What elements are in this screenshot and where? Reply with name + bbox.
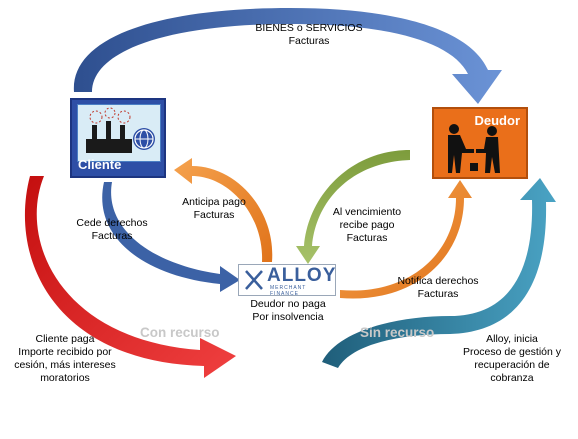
cliente-paga-line2: Importe recibido por bbox=[18, 346, 112, 358]
vencimiento-line1: Al vencimiento bbox=[332, 206, 402, 218]
deudor-node: Deudor bbox=[432, 107, 528, 179]
anticipa-line1: Anticipa pago bbox=[182, 196, 246, 208]
label-cede-derechos: Cede derechos Facturas bbox=[70, 217, 154, 243]
factory-illustration bbox=[77, 104, 161, 162]
label-notifica: Notifica derechos Facturas bbox=[386, 275, 490, 301]
cliente-label: Cliente bbox=[78, 157, 122, 172]
top-arrow-bienes bbox=[73, 8, 503, 104]
arrow-anticipa-pago bbox=[174, 158, 273, 262]
arrow-con-recurso bbox=[24, 176, 236, 378]
notifica-line1: Notifica derechos bbox=[397, 275, 479, 287]
label-alloy-inicia: Alloy, inicia Proceso de gestión y recup… bbox=[452, 333, 572, 385]
cliente-node: Cliente bbox=[70, 98, 166, 178]
arrow-vencimiento bbox=[296, 150, 410, 264]
top-label-line2: Facturas bbox=[288, 35, 330, 47]
cliente-paga-line1: Cliente paga bbox=[35, 333, 95, 345]
top-label-line1: BIENES o SERVICIOS bbox=[255, 22, 363, 34]
anticipa-line2: Facturas bbox=[193, 209, 235, 221]
arrow-notifica bbox=[340, 180, 472, 299]
alloy-tagline: MERCHANT FINANCE bbox=[270, 285, 307, 297]
cliente-paga-line3: cesión, más intereses bbox=[14, 359, 116, 371]
no-paga-line1: Deudor no paga bbox=[250, 298, 326, 310]
sin-recurso-label: Sin recurso bbox=[360, 325, 435, 340]
alloy-inicia-line2: Proceso de gestión y bbox=[462, 346, 562, 358]
arrow-cede-derechos bbox=[102, 182, 240, 292]
alloy-mark-icon bbox=[245, 270, 263, 290]
no-paga-line2: Por insolvencia bbox=[252, 311, 324, 323]
alloy-logo: ALLOY MERCHANT FINANCE bbox=[238, 264, 337, 297]
label-cliente-paga: Cliente paga Importe recibido por cesión… bbox=[6, 333, 124, 385]
label-deudor-no-paga: Deudor no paga Por insolvencia bbox=[236, 298, 340, 324]
label-vencimiento: Al vencimiento recibe pago Facturas bbox=[323, 206, 411, 245]
deudor-label: Deudor bbox=[474, 113, 521, 128]
cede-line2: Facturas bbox=[91, 230, 133, 242]
cede-line1: Cede derechos bbox=[76, 217, 148, 229]
notifica-line2: Facturas bbox=[417, 288, 459, 300]
factory-icon bbox=[86, 107, 155, 153]
con-recurso-label: Con recurso bbox=[140, 325, 220, 340]
arrow-sin-recurso bbox=[322, 178, 556, 368]
top-label: BIENES o SERVICIOS Facturas bbox=[240, 22, 378, 48]
alloy-inicia-line1: Alloy, inicia bbox=[486, 333, 538, 345]
label-anticipa-pago: Anticipa pago Facturas bbox=[172, 196, 256, 222]
alloy-brand: ALLOY bbox=[267, 265, 337, 286]
alloy-inicia-line3: recuperación de bbox=[474, 359, 550, 371]
handshake-icon bbox=[448, 124, 500, 173]
vencimiento-line2: recibe pago bbox=[339, 219, 395, 231]
cliente-paga-line4: moratorios bbox=[40, 372, 90, 384]
alloy-inicia-line4: cobranza bbox=[490, 372, 534, 384]
vencimiento-line3: Facturas bbox=[346, 232, 388, 244]
